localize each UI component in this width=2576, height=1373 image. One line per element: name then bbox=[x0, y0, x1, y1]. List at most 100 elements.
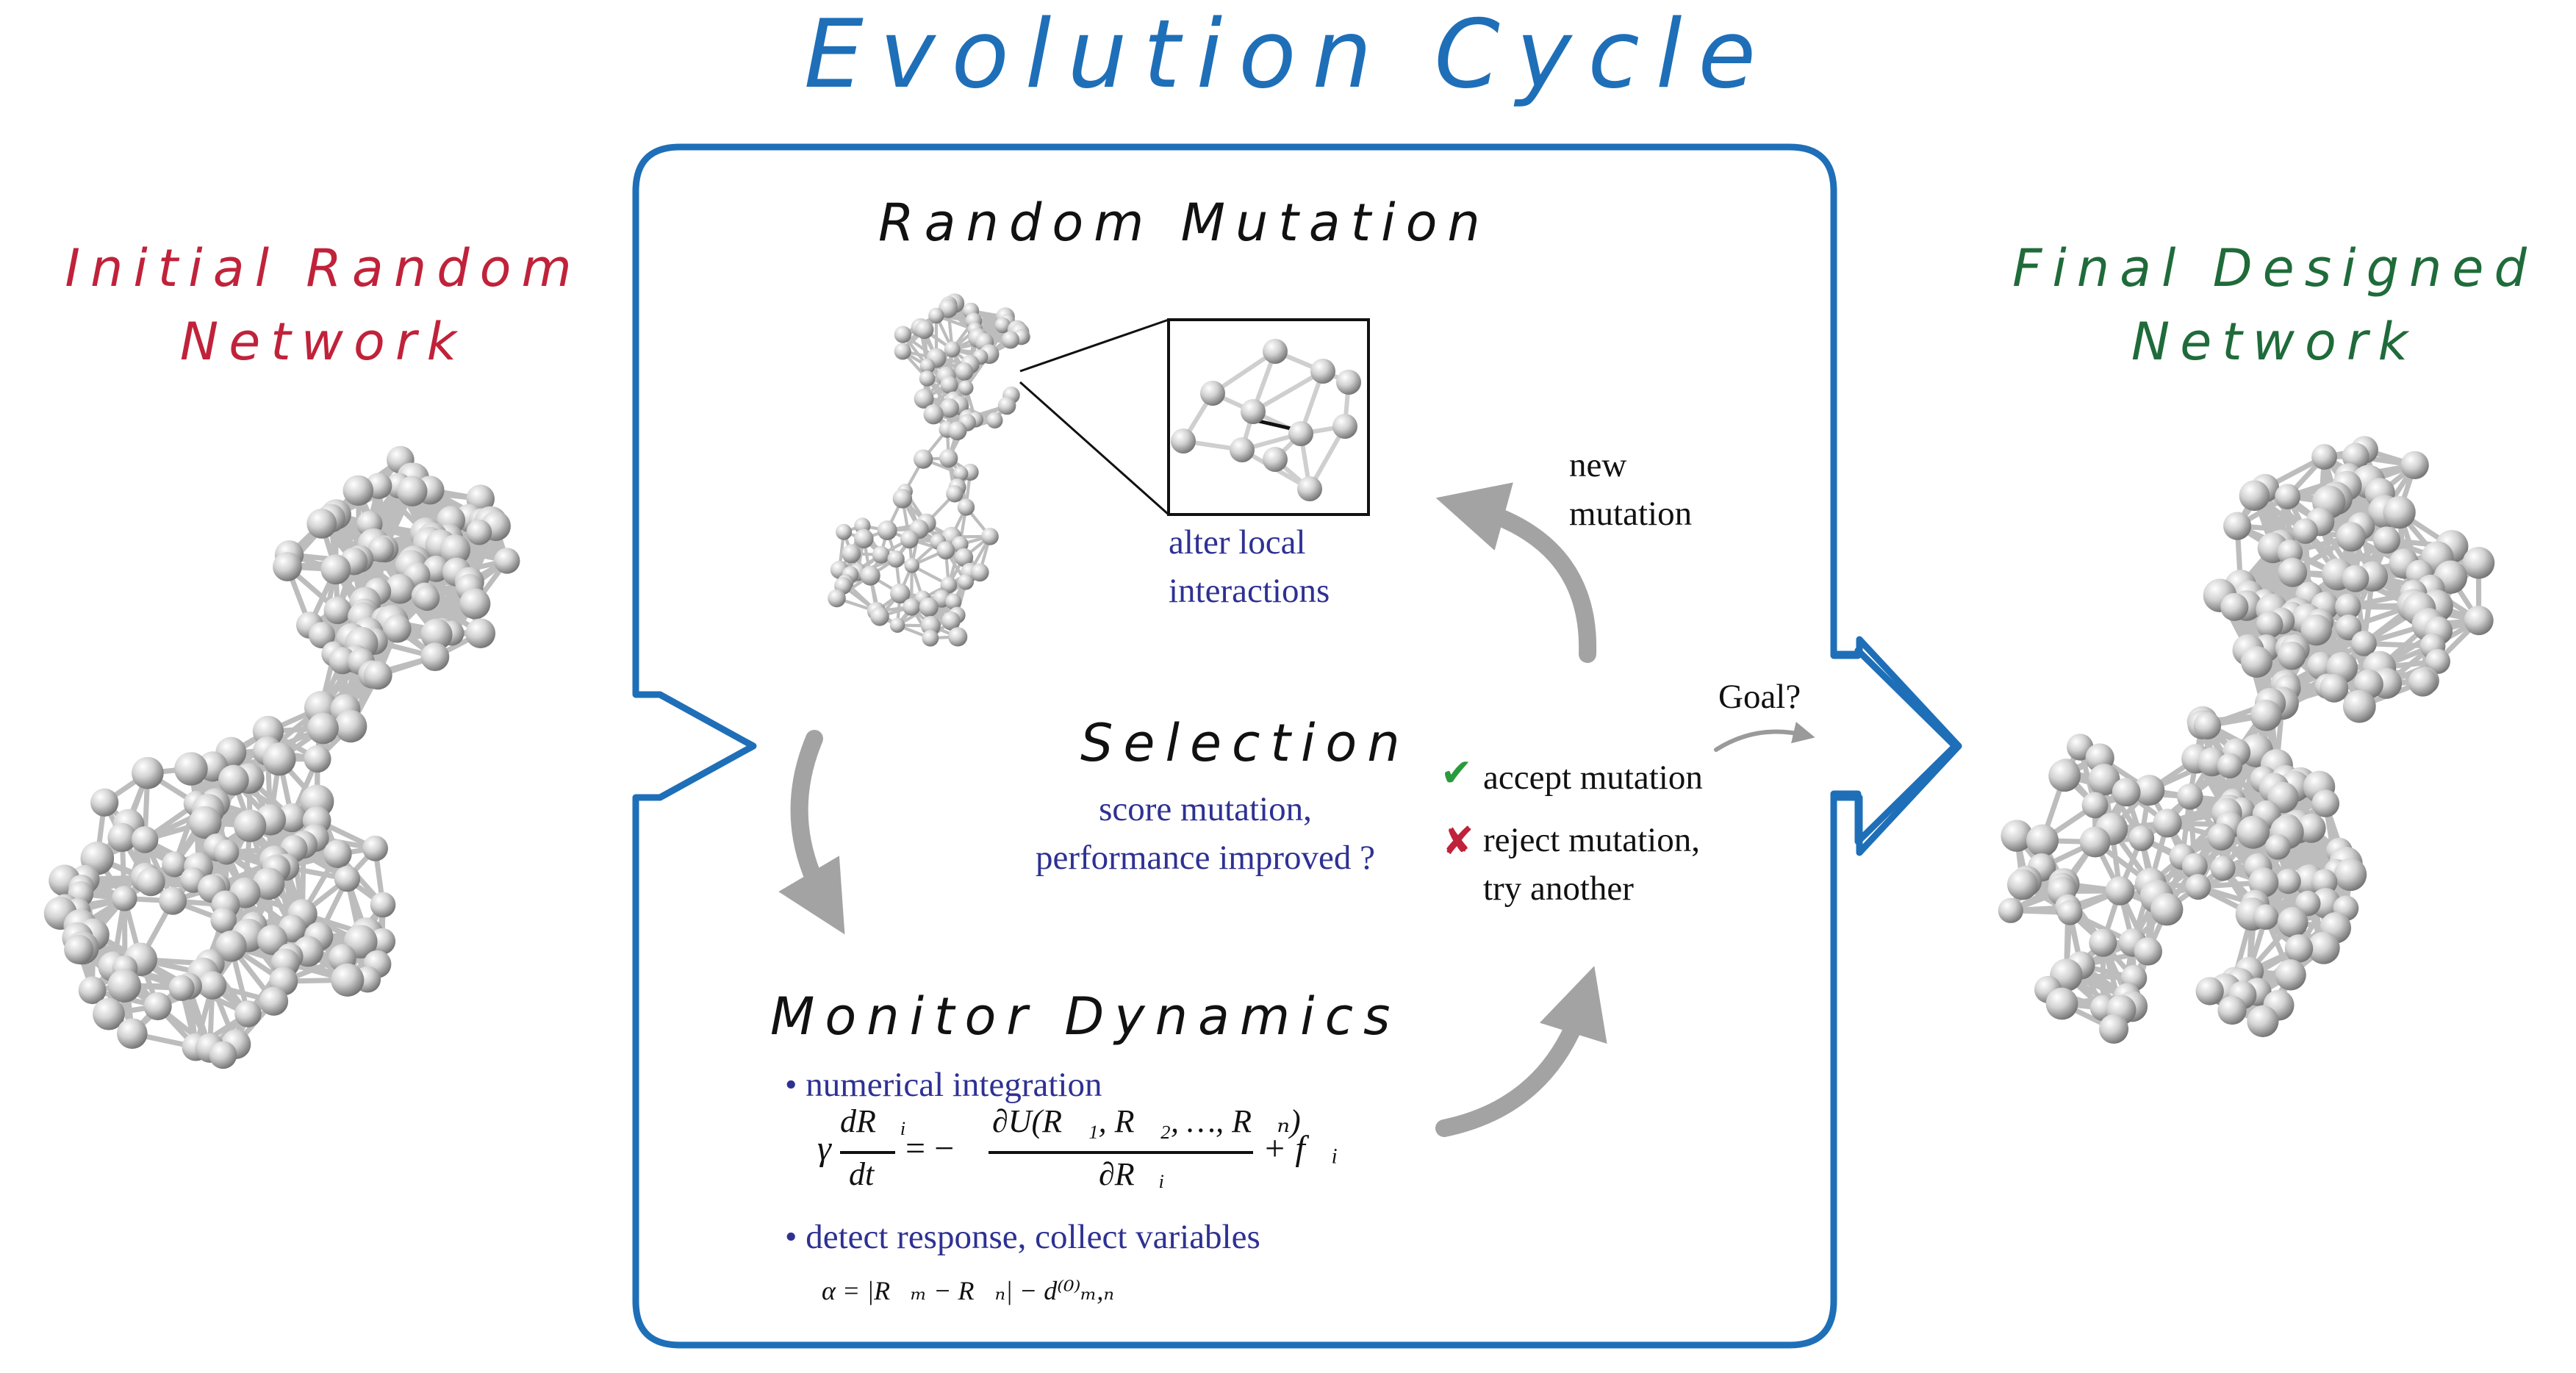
eq-force-term: + f⃗ᵢ bbox=[1263, 1129, 1338, 1168]
network-node bbox=[948, 627, 968, 647]
inset-bond bbox=[1252, 369, 1324, 414]
network-node bbox=[143, 992, 172, 1021]
bullet-dot-1: • bbox=[785, 1066, 806, 1104]
network-node bbox=[2284, 934, 2314, 963]
eq-lhs-numerator: dR⃗ᵢ bbox=[840, 1103, 907, 1139]
network-node bbox=[273, 552, 302, 581]
alter-note-line1: alter local bbox=[1169, 523, 1306, 562]
network-node bbox=[107, 822, 137, 853]
final-title-line2: Network bbox=[2131, 312, 2419, 372]
network-node bbox=[90, 788, 119, 817]
network-node bbox=[2088, 764, 2120, 796]
network-node bbox=[2048, 759, 2081, 792]
network-node bbox=[2351, 631, 2377, 656]
network-node bbox=[940, 376, 958, 394]
network-node bbox=[2057, 900, 2083, 925]
network-node bbox=[2045, 987, 2078, 1020]
reject-mutation-label: reject mutation, try another bbox=[1483, 816, 1700, 913]
network-node bbox=[2277, 906, 2308, 938]
bullet1-text: numerical integration bbox=[806, 1066, 1102, 1104]
network-node bbox=[2247, 1005, 2279, 1038]
eq-lhs-denominator: dt bbox=[849, 1156, 875, 1192]
network-node bbox=[93, 997, 125, 1030]
network-node bbox=[132, 756, 164, 789]
network-node bbox=[2239, 480, 2270, 512]
network-node bbox=[957, 498, 975, 516]
network-node bbox=[2089, 928, 2117, 957]
reject-line1: reject mutation, bbox=[1483, 821, 1700, 859]
inset-node bbox=[1336, 370, 1361, 395]
network-node bbox=[900, 530, 919, 549]
network-node bbox=[159, 886, 187, 915]
network-node bbox=[2342, 689, 2376, 723]
monitor-dynamics-title: Monitor Dynamics bbox=[770, 986, 1401, 1047]
arrow-to-monitor bbox=[778, 730, 845, 935]
final-title-line1: Final Designed bbox=[2012, 238, 2537, 298]
network-node bbox=[872, 545, 890, 564]
network-node bbox=[2278, 557, 2308, 587]
inset-node bbox=[1288, 421, 1313, 446]
network-node bbox=[2223, 512, 2252, 540]
network-node bbox=[913, 449, 933, 469]
network-node bbox=[940, 576, 958, 594]
bullet-dot-2: • bbox=[785, 1218, 806, 1256]
network-node bbox=[117, 1018, 148, 1049]
network-node bbox=[384, 573, 415, 604]
network-node bbox=[256, 925, 288, 956]
zoom-inset bbox=[1019, 318, 1370, 516]
network-node bbox=[2295, 890, 2321, 917]
network-node bbox=[2462, 547, 2495, 579]
final-network-title: Final Designed Network bbox=[1944, 232, 2576, 379]
network-node bbox=[936, 541, 955, 560]
initial-network-title: Initial Random Network bbox=[0, 232, 654, 379]
network-node bbox=[2275, 868, 2301, 895]
network-node bbox=[2112, 778, 2141, 807]
network-node bbox=[331, 963, 365, 997]
network-node bbox=[955, 362, 974, 381]
initial-title-line1: Initial Random bbox=[65, 238, 582, 298]
network-node bbox=[262, 742, 296, 776]
network-node bbox=[870, 606, 889, 626]
network-node bbox=[2400, 451, 2429, 480]
score-mutation-text: score mutation, performance improved ? bbox=[977, 785, 1433, 882]
network-node bbox=[304, 745, 331, 773]
network-node bbox=[919, 370, 936, 387]
goal-arrow bbox=[1714, 722, 1815, 752]
network-node bbox=[2425, 648, 2450, 674]
network-node bbox=[2408, 667, 2438, 697]
network-node bbox=[2099, 1014, 2129, 1044]
network-node bbox=[894, 343, 911, 360]
inset-node bbox=[1241, 399, 1266, 424]
initial-title-line2: Network bbox=[179, 312, 467, 372]
network-node bbox=[162, 851, 188, 878]
inset-node bbox=[1297, 476, 1322, 501]
network-node bbox=[914, 388, 934, 409]
inset-bond bbox=[1211, 349, 1277, 395]
network-node bbox=[2150, 893, 2184, 926]
eq-sign: = − bbox=[905, 1129, 955, 1168]
inset-node bbox=[1200, 381, 1225, 406]
network-node bbox=[189, 806, 222, 839]
final-network-illustration bbox=[1998, 436, 2495, 1044]
accept-mutation-label: accept mutation bbox=[1483, 759, 1703, 797]
score-line1: score mutation, bbox=[1099, 790, 1312, 828]
network-node bbox=[112, 886, 137, 911]
network-node bbox=[363, 661, 392, 690]
network-node bbox=[215, 931, 247, 962]
eq-rhs-numerator: ∂U(R⃗₁, R⃗₂, …, R⃗ₙ) bbox=[992, 1103, 1301, 1139]
network-node bbox=[342, 475, 374, 506]
net-initial-nodes bbox=[43, 445, 520, 1069]
network-node bbox=[2079, 826, 2111, 858]
network-node bbox=[2176, 784, 2203, 810]
network-node bbox=[414, 585, 440, 612]
goal-label: Goal? bbox=[1718, 678, 1801, 716]
network-node bbox=[306, 509, 337, 539]
network-node bbox=[2275, 484, 2300, 509]
network-node bbox=[209, 1041, 237, 1069]
network-node bbox=[2311, 789, 2340, 817]
network-node bbox=[459, 588, 491, 620]
network-node bbox=[2342, 442, 2369, 470]
selection-title: Selection bbox=[1080, 713, 1410, 773]
network-node bbox=[465, 618, 496, 648]
